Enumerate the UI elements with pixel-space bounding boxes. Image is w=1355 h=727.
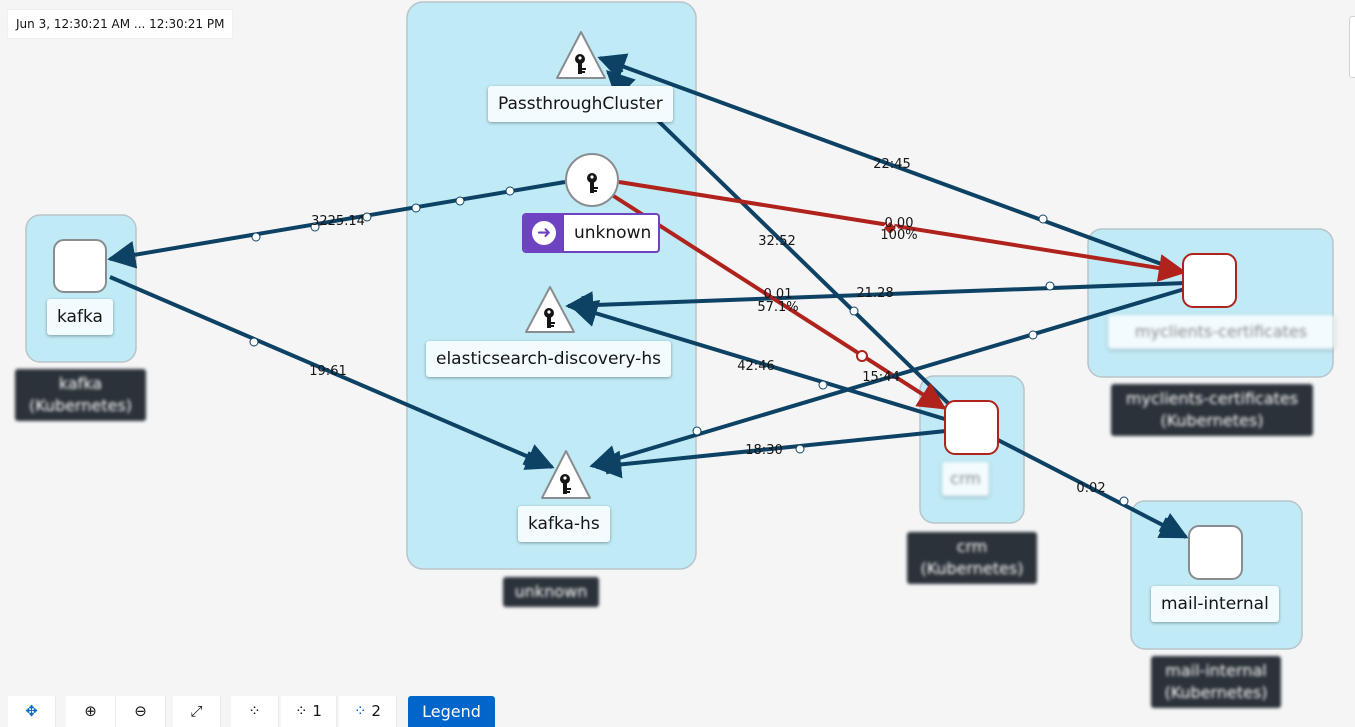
edge-myclients-elastic[interactable] (565, 281, 1187, 320)
edge-label: 21.28 (856, 286, 893, 301)
edge-label: 18:30 (745, 443, 782, 458)
edge-label: 57.1% (757, 300, 798, 315)
edge-unknown-kafka[interactable] (107, 180, 566, 269)
node-myclients-box[interactable] (1182, 253, 1237, 308)
group-label-unknown: unknown (503, 577, 599, 607)
node-label-mail[interactable]: mail-internal (1151, 586, 1279, 622)
node-label-elasticsearch[interactable]: elasticsearch-discovery-hs (426, 341, 671, 377)
edge-label: 0:02 (1076, 481, 1105, 496)
time-range-display: Jun 3, 12:30:21 AM ... 12:30:21 PM (8, 10, 233, 38)
error-diamond (881, 219, 899, 237)
edge-crm-kafkahs[interactable] (593, 429, 947, 479)
edge-crm-mail[interactable] (997, 438, 1189, 539)
layout-2-button[interactable]: ⁘ 2 (339, 696, 397, 727)
namespace-label-kafka: kafka (Kubernetes) (15, 369, 146, 421)
zoom-in-icon[interactable]: ⊕ (66, 696, 116, 727)
layout-default-icon[interactable]: ⁘ (231, 696, 279, 727)
node-label-kafka[interactable]: kafka (47, 299, 113, 335)
edge-label: 22:45 (873, 157, 910, 172)
namespace-label-crm: crm (Kubernetes) (907, 532, 1037, 584)
edge-kafka-kafkahs[interactable] (109, 275, 555, 470)
edge-label: 3225.14 (311, 214, 365, 229)
layout-1-icon: ⁘ (295, 702, 308, 720)
layout-2-count: 2 (371, 702, 381, 720)
node-label-unknown-text: unknown (574, 223, 652, 243)
edge-end-ticks (126, 57, 1169, 533)
edge-crm-passthrough[interactable] (605, 70, 952, 407)
pan-icon[interactable]: ✥ (8, 696, 56, 727)
edge-unknown-myclients[interactable] (618, 180, 1187, 282)
node-mail-box[interactable] (1188, 525, 1243, 580)
layout-1-count: 1 (312, 702, 322, 720)
edge-crm-elastic[interactable] (569, 299, 949, 422)
layout-1-button[interactable]: ⁘ 1 (281, 696, 337, 727)
edge-myclients-kafkahs[interactable] (589, 286, 1189, 473)
edges (107, 53, 1189, 539)
zoom-out-icon[interactable]: ⊖ (116, 696, 166, 727)
edge-myclients-passthrough[interactable] (597, 53, 1187, 275)
node-passthrough[interactable] (556, 31, 606, 79)
legend-button[interactable]: Legend (408, 696, 495, 727)
node-elasticsearch[interactable] (525, 286, 575, 333)
edge-label: 100% (880, 228, 917, 243)
node-label-kafka-hs[interactable]: kafka-hs (518, 506, 610, 542)
edge-label: 32:52 (758, 234, 795, 249)
edge-label: 15:44 (862, 370, 899, 385)
node-label-myclients[interactable]: myclients-certificates (1108, 315, 1334, 349)
arrow-right-icon: ➜ (524, 215, 564, 251)
node-kafka-box[interactable] (53, 239, 107, 293)
layout-2-icon: ⁘ (354, 702, 367, 720)
node-crm-box[interactable] (944, 400, 999, 455)
side-panel-toggle[interactable] (1349, 16, 1355, 78)
edge-label: 0.00 (885, 216, 914, 231)
namespace-label-mail: mail-internal (Kubernetes) (1151, 656, 1281, 708)
group-box-unknown[interactable] (406, 1, 697, 570)
edge-label: 19:61 (309, 364, 346, 379)
edge-unknown-crm[interactable] (610, 193, 947, 410)
node-kafka-hs[interactable] (541, 450, 591, 499)
node-unknown-service[interactable] (565, 153, 619, 207)
node-label-crm[interactable]: crm (942, 462, 989, 496)
namespace-label-myclients: myclients-certificates (Kubernetes) (1111, 384, 1313, 436)
fit-icon[interactable]: ⤢ (173, 696, 221, 727)
node-label-passthrough[interactable]: PassthroughCluster (488, 86, 673, 122)
node-label-unknown-service[interactable]: ➜ unknown (522, 213, 660, 253)
traffic-dots (249, 186, 1129, 506)
edge-label: 0.01 (764, 287, 793, 302)
edge-label: 42:46 (737, 359, 774, 374)
